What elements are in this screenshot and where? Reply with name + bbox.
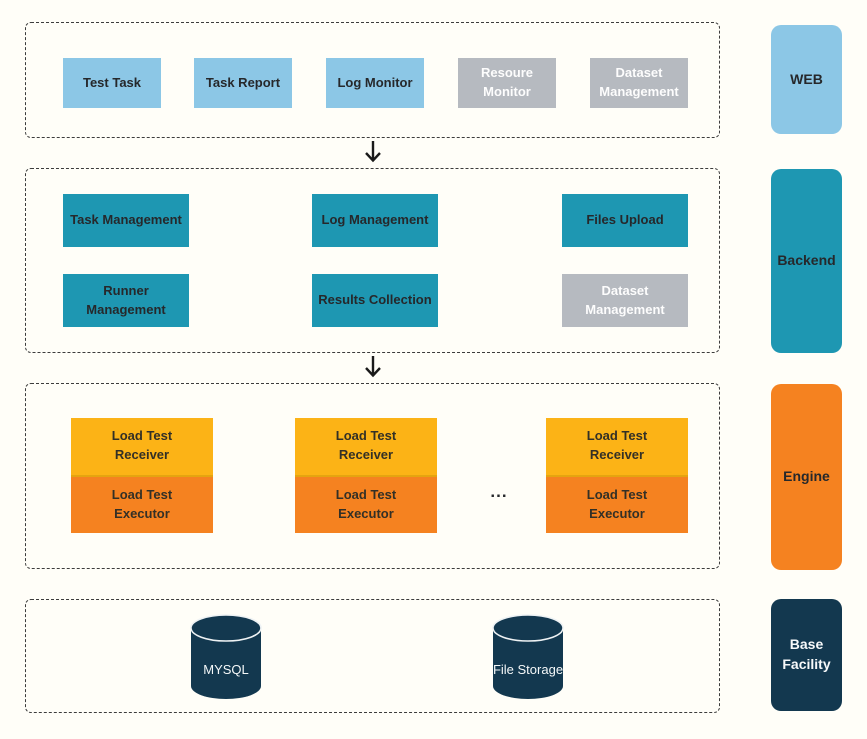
layer-label-base-facility: Base Facility	[771, 599, 842, 711]
layer-web	[25, 22, 720, 138]
node-load-test-receiver-2: Load Test Receiver	[295, 418, 437, 477]
node-runner-management: Runner Management	[63, 274, 189, 327]
load-test-stack-2: Load Test Receiver Load Test Executor	[295, 418, 437, 533]
node-task-report: Task Report	[194, 58, 292, 108]
load-test-stack-3: Load Test Receiver Load Test Executor	[546, 418, 688, 533]
layer-engine	[25, 383, 720, 569]
database-cylinder-icon	[492, 614, 564, 699]
node-load-test-receiver-3: Load Test Receiver	[546, 418, 688, 477]
file-storage-label: File Storage	[492, 662, 564, 678]
node-log-monitor: Log Monitor	[326, 58, 424, 108]
mysql-label: MYSQL	[203, 662, 249, 678]
node-load-test-receiver-1: Load Test Receiver	[71, 418, 213, 477]
node-log-management: Log Management	[312, 194, 438, 247]
node-task-management: Task Management	[63, 194, 189, 247]
file-storage-database: File Storage	[490, 613, 566, 703]
load-test-stack-1: Load Test Receiver Load Test Executor	[71, 418, 213, 533]
node-test-task: Test Task	[63, 58, 161, 108]
node-dataset-management-backend: Dataset Management	[562, 274, 688, 327]
layer-label-backend: Backend	[771, 169, 842, 353]
layer-backend	[25, 168, 720, 353]
node-files-upload: Files Upload	[562, 194, 688, 247]
node-resource-monitor: Resoure Monitor	[458, 58, 556, 108]
node-load-test-executor-1: Load Test Executor	[71, 476, 213, 533]
node-load-test-executor-2: Load Test Executor	[295, 476, 437, 533]
mysql-database: MYSQL	[188, 613, 264, 703]
layer-label-engine: Engine	[771, 384, 842, 570]
down-arrow-icon	[365, 356, 381, 378]
node-results-collection: Results Collection	[312, 274, 438, 327]
layer-base-facility	[25, 599, 720, 713]
database-cylinder-icon	[190, 614, 262, 699]
node-dataset-management-web: Dataset Management	[590, 58, 688, 108]
down-arrow-icon	[365, 141, 381, 163]
layer-label-web: WEB	[771, 25, 842, 134]
more-engines-ellipsis: ...	[490, 482, 508, 501]
node-load-test-executor-3: Load Test Executor	[546, 476, 688, 533]
